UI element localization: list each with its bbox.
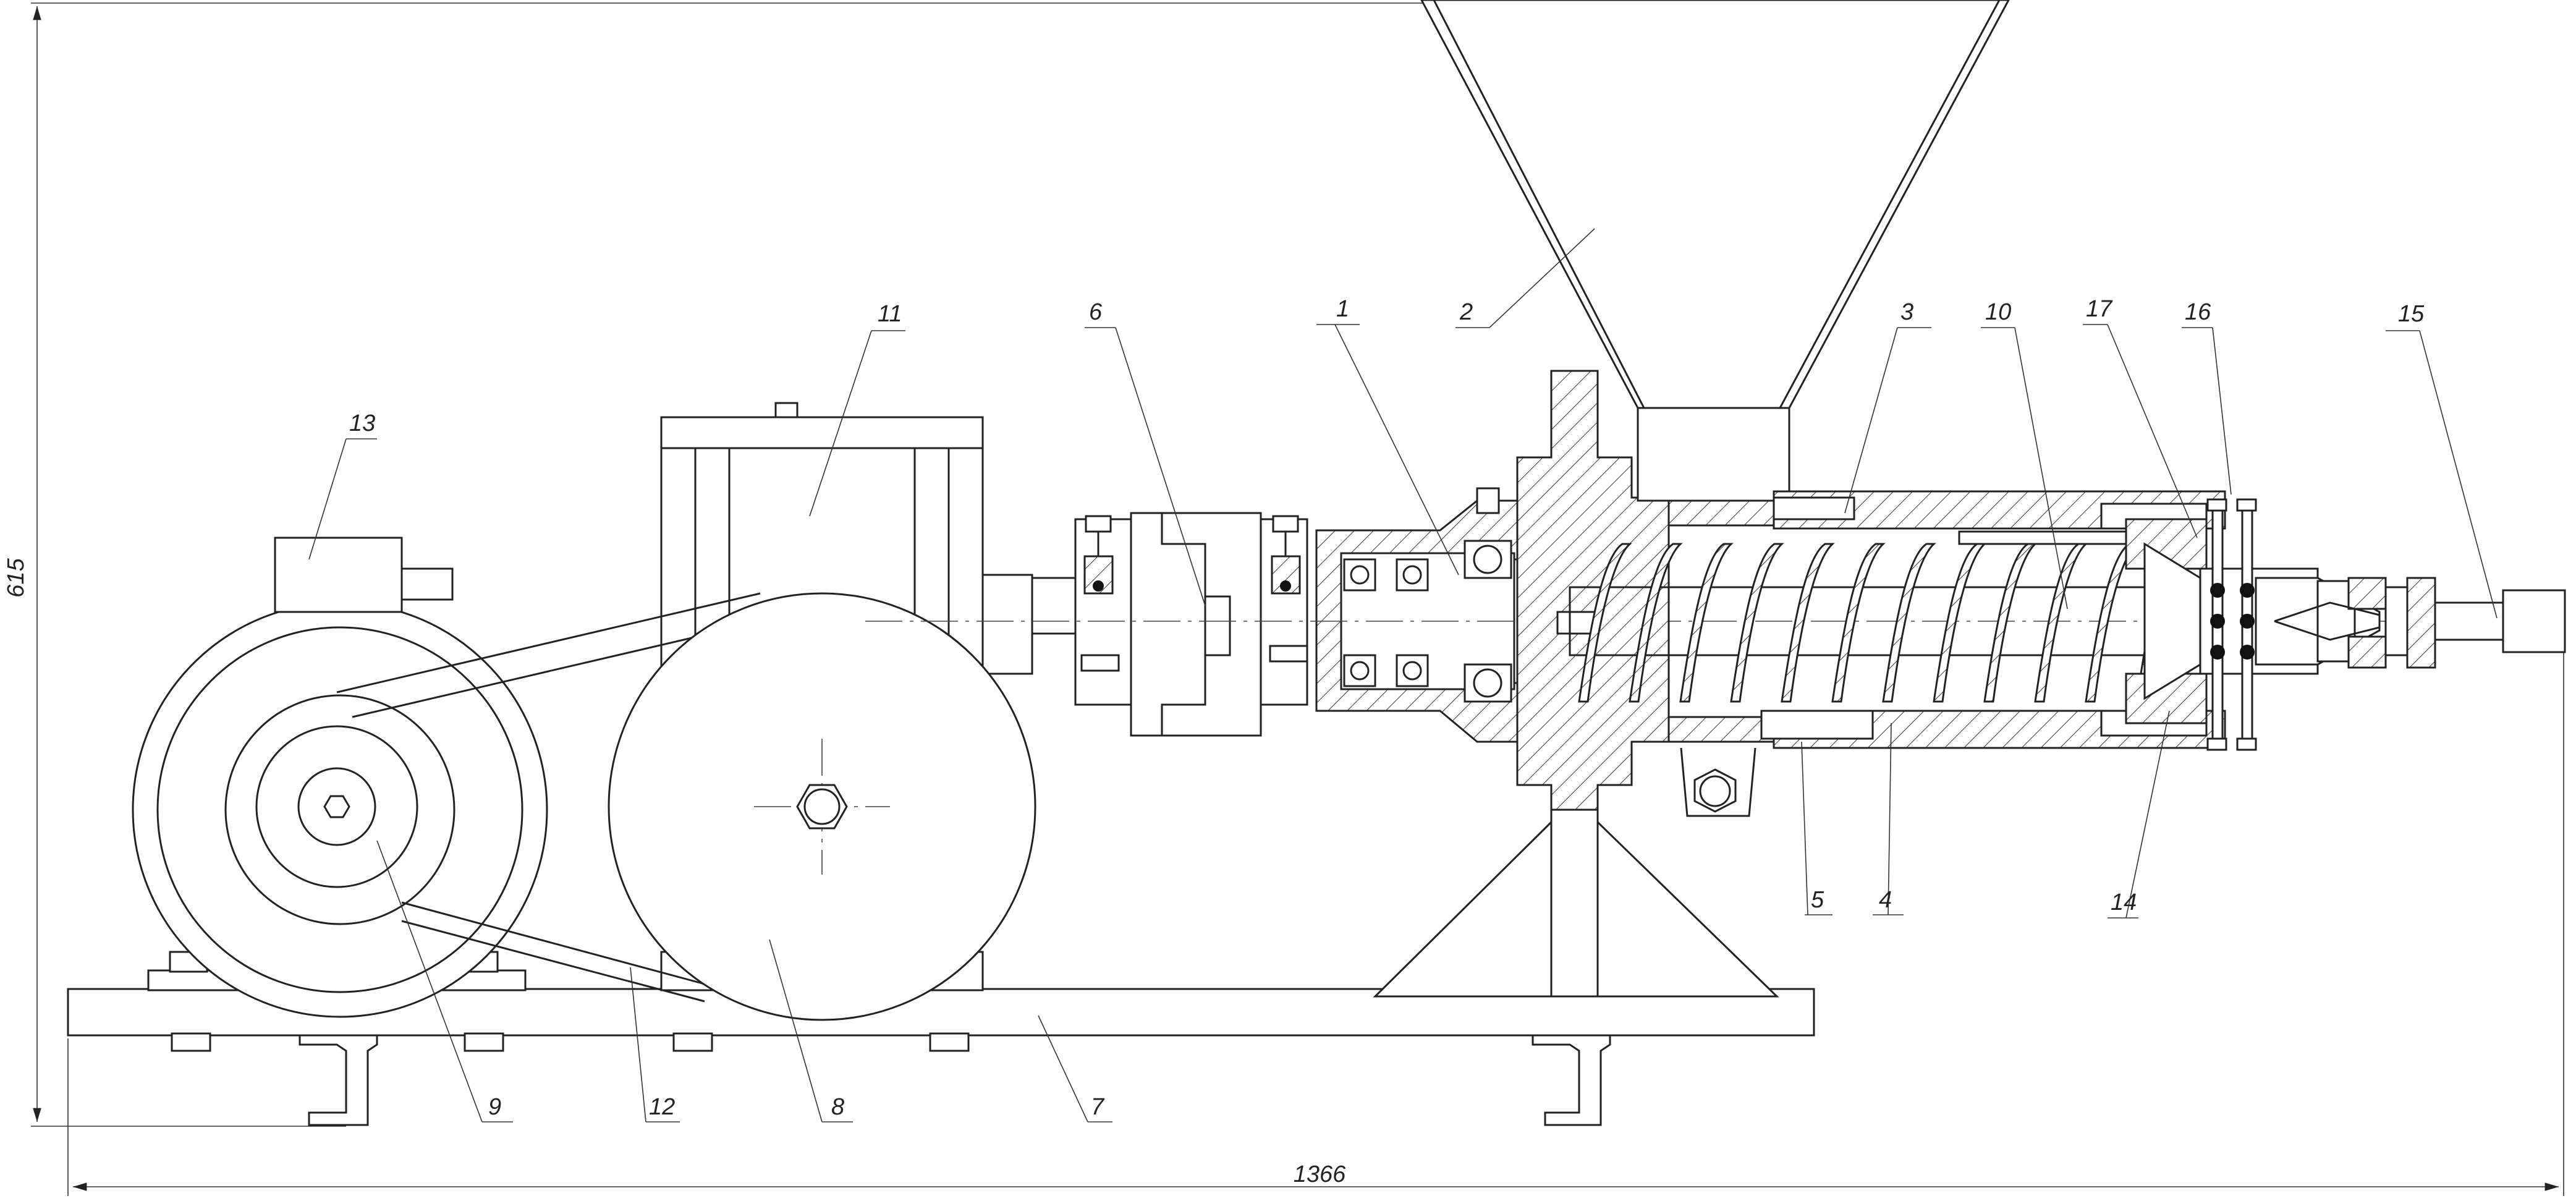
callout-3: 3	[1844, 299, 1931, 514]
svg-text:7: 7	[1091, 1094, 1105, 1120]
screw-flight	[1781, 543, 1835, 703]
callout-11: 11	[809, 301, 905, 517]
die-assembly	[2100, 498, 2566, 751]
callout-7: 7	[1038, 1015, 1112, 1122]
screw-flights	[1578, 543, 2190, 703]
svg-text:15: 15	[2398, 301, 2425, 327]
callout-8: 8	[769, 939, 853, 1122]
svg-text:10: 10	[1985, 299, 2011, 325]
svg-text:5: 5	[1811, 887, 1824, 913]
screw-flight	[1730, 543, 1784, 703]
callout-6: 6	[1085, 299, 1206, 606]
svg-text:14: 14	[2111, 889, 2137, 915]
driven-pulley	[608, 592, 1036, 1021]
barrel-support-stand	[1373, 370, 1779, 998]
svg-text:3: 3	[1900, 299, 1913, 325]
screw-flight	[1679, 543, 1734, 703]
callout-labels: 1 2 3 4 5 6 7	[308, 228, 2498, 1122]
callout-5: 5	[1801, 741, 1832, 915]
svg-text:4: 4	[1879, 887, 1892, 913]
length-dimension-label: 1366	[1294, 1161, 1346, 1187]
callout-13: 13	[308, 410, 377, 560]
callout-10: 10	[1981, 299, 2068, 609]
svg-text:16: 16	[2185, 299, 2211, 325]
svg-text:9: 9	[488, 1094, 501, 1120]
svg-text:2: 2	[1459, 299, 1473, 325]
frame-bolts	[171, 1032, 970, 1052]
overall-height-dimension: 615	[3, 2, 1440, 1127]
callout-16: 16	[2182, 299, 2232, 495]
callout-1: 1	[1316, 296, 1459, 575]
electric-motor	[132, 537, 548, 1018]
svg-text:12: 12	[649, 1094, 675, 1120]
screw-flight	[1983, 543, 2038, 703]
svg-text:1: 1	[1336, 296, 1349, 322]
screw-flight	[1629, 543, 1683, 703]
coupling	[1031, 512, 1308, 737]
bearing-housing	[1315, 487, 1559, 743]
screw-flight	[1933, 543, 1987, 703]
overall-length-dimension: 1366	[67, 630, 2564, 1196]
height-dimension-label: 615	[3, 558, 29, 597]
screw-flight	[1578, 543, 1632, 703]
callout-4: 4	[1873, 723, 1904, 915]
callout-15: 15	[2386, 301, 2498, 619]
callout-17: 17	[2083, 296, 2198, 538]
screw-flight	[1831, 543, 1886, 703]
callout-2: 2	[1455, 228, 1595, 328]
callout-14: 14	[2108, 710, 2170, 919]
callout-12: 12	[630, 967, 680, 1122]
svg-text:11: 11	[878, 301, 902, 327]
screw-flight	[1882, 543, 1936, 703]
svg-text:8: 8	[831, 1094, 844, 1120]
screw-flight	[2034, 543, 2088, 703]
svg-text:17: 17	[2086, 296, 2113, 322]
callout-9: 9	[376, 840, 513, 1122]
svg-text:13: 13	[349, 410, 375, 436]
feed-hopper	[1420, 0, 2010, 502]
svg-text:6: 6	[1089, 299, 1103, 325]
